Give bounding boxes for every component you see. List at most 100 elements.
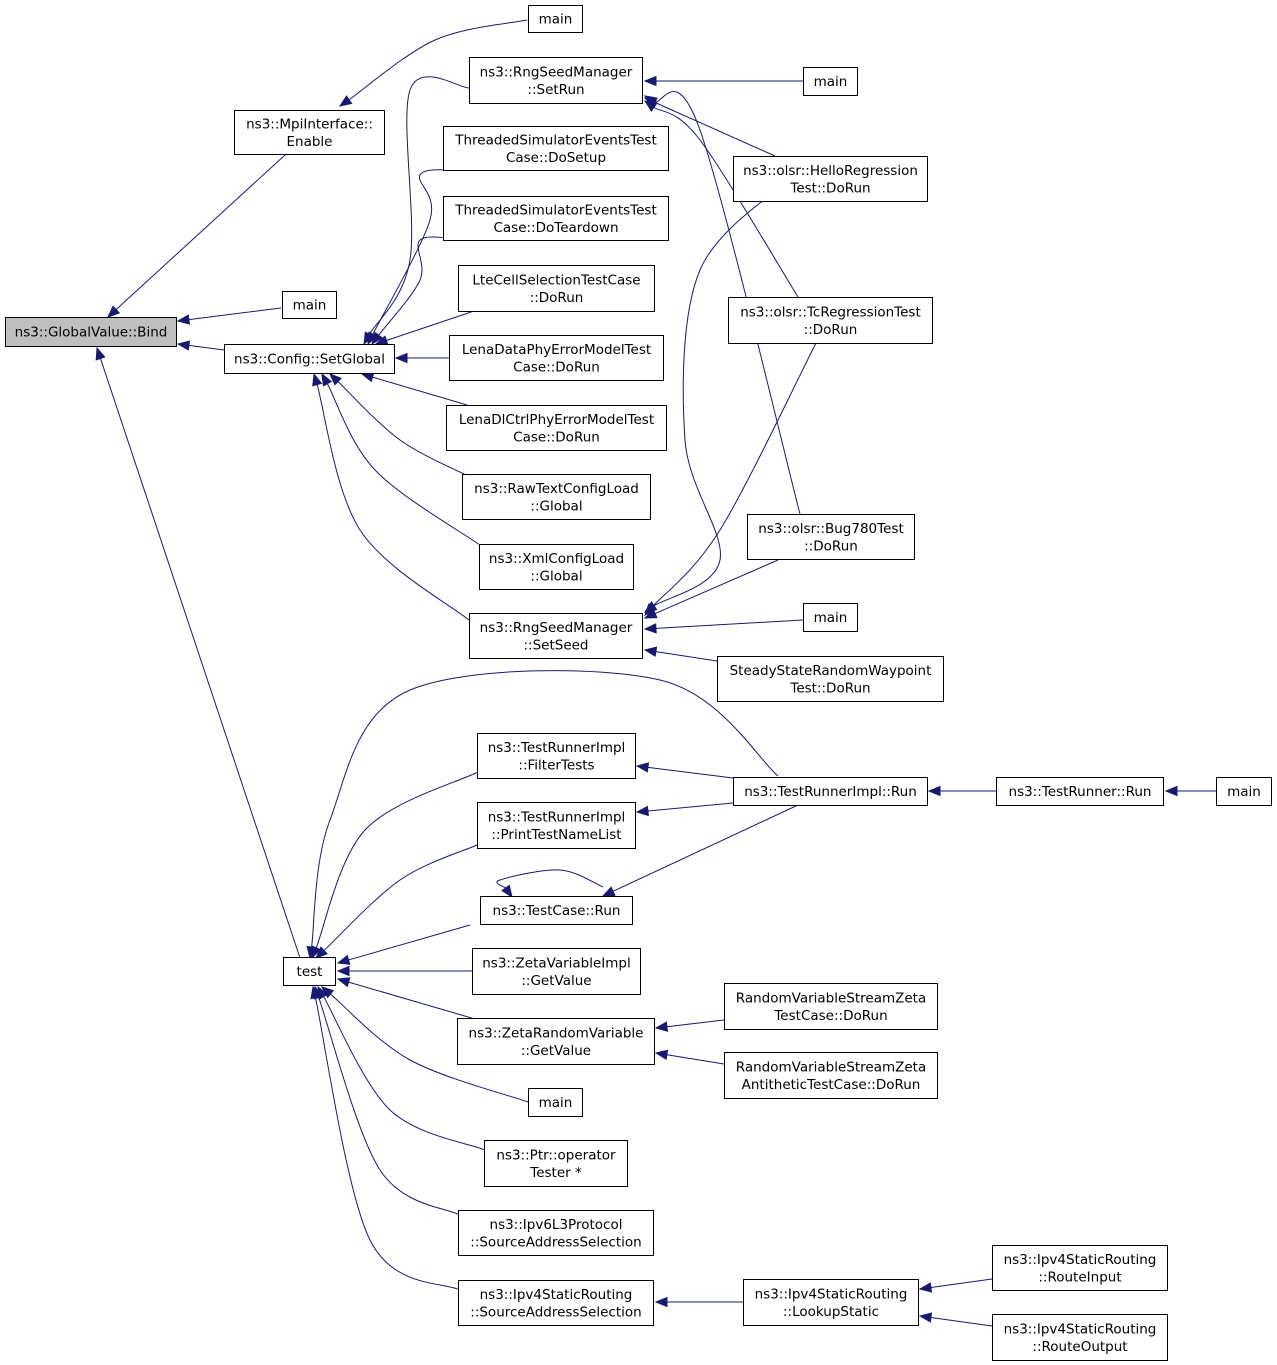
arrowhead-icon [643, 646, 658, 657]
call-edge-zetavar-to-test [336, 965, 472, 977]
function-node-tcreg[interactable]: ns3::olsr::TcRegressionTest::DoRun [728, 297, 933, 344]
node-label: ns3::Ipv4StaticRouting [1004, 1321, 1157, 1337]
function-node-ltecell[interactable]: LteCellSelectionTestCase::DoRun [458, 265, 655, 312]
node-box [724, 1052, 938, 1099]
function-node-setrun[interactable]: ns3::RngSeedManager::SetRun [469, 57, 643, 104]
function-node-testcaserun[interactable]: ns3::TestCase::Run [480, 896, 633, 925]
call-edge-trrun-to-trimplrun [927, 785, 996, 797]
node-box [477, 802, 636, 849]
node-label: ns3::TestCase::Run [493, 903, 621, 919]
function-node-ipv4src[interactable]: ns3::Ipv4StaticRouting::SourceAddressSel… [458, 1280, 654, 1326]
node-label: ns3::ZetaRandomVariable [469, 1025, 644, 1041]
function-node-zetarand[interactable]: ns3::ZetaRandomVariable::GetValue [457, 1018, 655, 1065]
function-node-zetavar[interactable]: ns3::ZetaVariableImpl::GetValue [472, 948, 641, 995]
function-node-routeout[interactable]: ns3::Ipv4StaticRouting::RouteOutput [992, 1314, 1168, 1361]
function-node-lookup[interactable]: ns3::Ipv4StaticRouting::LookupStatic [743, 1279, 919, 1326]
arrowhead-icon [654, 1296, 668, 1308]
node-label: ns3::Ptr::operator [496, 1147, 616, 1163]
call-edge-setseed-to-setglobal [312, 372, 470, 621]
node-label: ns3::TestRunner::Run [1009, 784, 1152, 800]
arrowhead-icon [927, 785, 941, 797]
function-node-test[interactable]: test [283, 957, 336, 986]
node-label: ns3::GlobalValue::Bind [15, 325, 168, 341]
node-label: ::LookupStatic [783, 1304, 879, 1320]
function-node-xmlcfg[interactable]: ns3::XmlConfigLoad::Global [479, 544, 634, 590]
node-label: Enable [287, 134, 333, 150]
node-box [803, 67, 858, 96]
call-nodes: ns3::GlobalValue::Bind ns3::MpiInterface:… [5, 5, 1272, 1361]
node-label: main [293, 298, 327, 314]
node-label: ns3::RngSeedManager [480, 620, 633, 636]
node-box [457, 1018, 655, 1065]
function-node-printlist[interactable]: ns3::TestRunnerImpl::PrintTestNameList [477, 802, 636, 849]
arrowhead-icon [643, 95, 658, 107]
function-node-bind[interactable]: ns3::GlobalValue::Bind [5, 317, 177, 347]
arrowhead-icon [310, 985, 321, 1000]
node-label: ::RouteInput [1038, 1269, 1121, 1285]
function-node-main1[interactable]: main [528, 5, 583, 33]
call-edge-rvszetaanti-to-zetarand [654, 1049, 725, 1065]
call-edge-main3-to-setrun [643, 75, 803, 87]
arrowhead-icon [643, 75, 657, 87]
node-box [743, 1279, 919, 1326]
function-node-main2[interactable]: main [282, 291, 337, 319]
node-label: ns3::Ipv4StaticRouting [1004, 1252, 1157, 1268]
function-node-ipv6l3[interactable]: ns3::Ipv6L3Protocol::SourceAddressSelect… [458, 1210, 654, 1256]
arrowhead-icon [643, 608, 658, 619]
node-label: Test::DoRun [789, 680, 870, 696]
arrowhead-icon [176, 340, 191, 351]
node-box [728, 297, 933, 344]
function-node-rawtext[interactable]: ns3::RawTextConfigLoad::Global [462, 474, 651, 520]
function-node-rvszetaanti[interactable]: RandomVariableStreamZetaAntitheticTestCa… [724, 1052, 938, 1099]
node-label: ThreadedSimulatorEventsTest [454, 132, 657, 148]
node-label: Case::DoSetup [506, 150, 606, 166]
call-edges [95, 19, 1216, 1327]
node-box [484, 1140, 628, 1187]
node-label: SteadyStateRandomWaypoint [730, 663, 932, 679]
function-node-main4[interactable]: main [803, 603, 858, 632]
function-node-main5[interactable]: main [1216, 777, 1272, 806]
call-edge-xmlcfg-to-setglobal [321, 372, 481, 546]
call-edge-lookup-to-ipv4src [654, 1296, 743, 1308]
function-node-tse_teardown[interactable]: ThreadedSimulatorEventsTestCase::DoTeard… [443, 196, 669, 241]
node-label: ThreadedSimulatorEventsTest [454, 202, 657, 218]
function-node-main3[interactable]: main [803, 67, 858, 96]
node-label: ns3::ZetaVariableImpl [482, 955, 631, 971]
arrowhead-icon [635, 805, 649, 817]
call-edge-trimplrun-to-printlist [635, 802, 734, 817]
arrowhead-icon [306, 945, 317, 960]
function-node-main6[interactable]: main [528, 1088, 583, 1117]
node-box [5, 317, 177, 347]
node-box [458, 1280, 654, 1326]
arrowhead-icon [315, 946, 328, 959]
function-node-routein[interactable]: ns3::Ipv4StaticRouting::RouteInput [992, 1245, 1168, 1291]
function-node-filtertests[interactable]: ns3::TestRunnerImpl::FilterTests [477, 733, 636, 779]
function-node-trrun[interactable]: ns3::TestRunner::Run [996, 777, 1164, 806]
function-node-setglobal[interactable]: ns3::Config::SetGlobal [224, 344, 395, 374]
node-label: ::SetRun [527, 82, 584, 98]
node-box [528, 1088, 583, 1117]
call-edge-mpi_enable-to-bind [107, 154, 286, 318]
function-node-trimplrun[interactable]: ns3::TestRunnerImpl::Run [733, 777, 928, 806]
arrowhead-icon [918, 1282, 933, 1293]
node-label: ::DoRun [804, 538, 858, 554]
node-label: ns3::MpiInterface:: [246, 116, 373, 132]
node-label: ns3::RngSeedManager [480, 64, 633, 80]
node-box [996, 777, 1164, 806]
node-label: ::GetValue [521, 973, 591, 989]
node-box [992, 1314, 1168, 1361]
function-node-bug780[interactable]: ns3::olsr::Bug780Test::DoRun [747, 514, 915, 560]
function-node-mpi_enable[interactable]: ns3::MpiInterface::Enable [234, 110, 385, 155]
node-label: RandomVariableStreamZeta [736, 990, 927, 1006]
arrowhead-icon [654, 1049, 669, 1061]
call-edge-bug780-to-setseed [643, 559, 779, 619]
function-node-setseed[interactable]: ns3::RngSeedManager::SetSeed [469, 613, 643, 659]
node-box [733, 156, 928, 202]
